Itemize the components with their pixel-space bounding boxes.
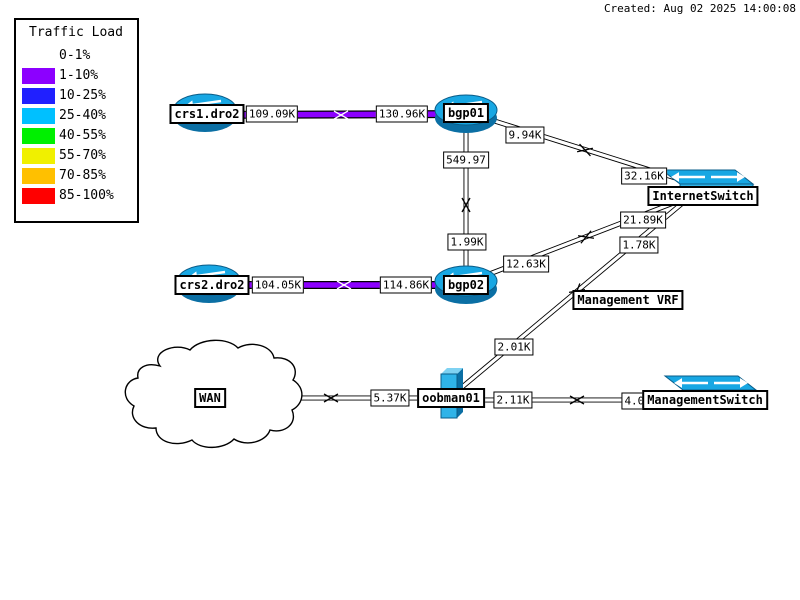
legend-swatch [22, 168, 55, 184]
legend-range-label: 40-55% [59, 128, 106, 143]
link-label-oobman01--InternetSwitch-0[interactable]: 2.01K [494, 338, 534, 356]
link-label-bgp02--InternetSwitch-1[interactable]: 21.89K [620, 211, 666, 229]
link-midpoint-arrows [569, 395, 585, 405]
link-label-crs2.dro2--bgp02-1[interactable]: 114.86K [379, 276, 433, 294]
legend-row: 55-70% [16, 146, 137, 166]
link-label-bgp01--bgp02-1[interactable]: 1.99K [447, 233, 487, 251]
legend-swatch [22, 48, 55, 64]
legend-range-label: 85-100% [59, 188, 114, 203]
legend-row: 25-40% [16, 106, 137, 126]
link-label-crs2.dro2--bgp02-0[interactable]: 104.05K [251, 276, 305, 294]
link-label-bgp01--InternetSwitch-0[interactable]: 9.94K [505, 126, 545, 144]
link-midpoint-arrows [333, 110, 349, 120]
link-midpoint-arrows [577, 230, 595, 244]
legend-title: Traffic Load [29, 25, 123, 40]
legend-row: 0-1% [16, 46, 137, 66]
legend-swatch [22, 188, 55, 204]
legend-range-label: 1-10% [59, 68, 99, 83]
node-label-InternetSwitch[interactable]: InternetSwitch [647, 186, 759, 206]
legend-range-label: 0-1% [59, 48, 91, 63]
legend-swatch [22, 68, 55, 84]
link-midpoint-arrows [576, 143, 594, 157]
node-label-Management VRF[interactable]: Management VRF [572, 290, 684, 310]
link-bgp01--bgp02[interactable] [461, 112, 471, 283]
node-label-bgp02[interactable]: bgp02 [442, 275, 490, 295]
node-label-ManagementSwitch[interactable]: ManagementSwitch [642, 390, 768, 410]
link-label-bgp01--InternetSwitch-1[interactable]: 32.16K [621, 167, 667, 185]
legend-range-label: 70-85% [59, 168, 106, 183]
node-label-crs1.dro2[interactable]: crs1.dro2 [169, 104, 245, 124]
link-label-bgp02--InternetSwitch-0[interactable]: 12.63K [503, 255, 549, 273]
link-label-WAN--oobman01-0[interactable]: 5.37K [370, 389, 410, 407]
node-label-oobman01[interactable]: oobman01 [417, 388, 485, 408]
link-midpoint-arrows [336, 280, 352, 290]
legend-range-label: 10-25% [59, 88, 106, 103]
legend-swatch [22, 128, 55, 144]
legend-row: 10-25% [16, 86, 137, 106]
link-label-oobman01--ManagementSwitch-0[interactable]: 2.11K [493, 391, 533, 409]
legend-row: 85-100% [16, 186, 137, 206]
link-label-oobman01--InternetSwitch-1[interactable]: 1.78K [619, 236, 659, 254]
legend-range-label: 55-70% [59, 148, 106, 163]
node-label-WAN[interactable]: WAN [194, 388, 226, 408]
traffic-load-legend: Traffic Load 0-1% 1-10% 10-25% 25-40% 40-55%… [14, 18, 139, 223]
node-label-crs2.dro2[interactable]: crs2.dro2 [174, 275, 250, 295]
link-midpoint-arrows [461, 197, 471, 213]
link-label-crs1.dro2--bgp01-0[interactable]: 109.09K [245, 105, 299, 123]
legend-swatch [22, 148, 55, 164]
created-timestamp: Created: Aug 02 2025 14:00:08 [603, 2, 796, 15]
link-label-bgp01--bgp02-0[interactable]: 549.97 [443, 151, 489, 169]
legend-range-label: 25-40% [59, 108, 106, 123]
link-label-crs1.dro2--bgp01-1[interactable]: 130.96K [375, 105, 429, 123]
legend-swatch [22, 88, 55, 104]
link-midpoint-arrows [323, 393, 339, 403]
legend-row: 1-10% [16, 66, 137, 86]
legend-row: 40-55% [16, 126, 137, 146]
legend-row: 70-85% [16, 166, 137, 186]
legend-rows: 0-1% 1-10% 10-25% 25-40% 40-55% 55-70% 70-85% 8… [16, 46, 137, 206]
node-label-bgp01[interactable]: bgp01 [442, 103, 490, 123]
legend-swatch [22, 108, 55, 124]
